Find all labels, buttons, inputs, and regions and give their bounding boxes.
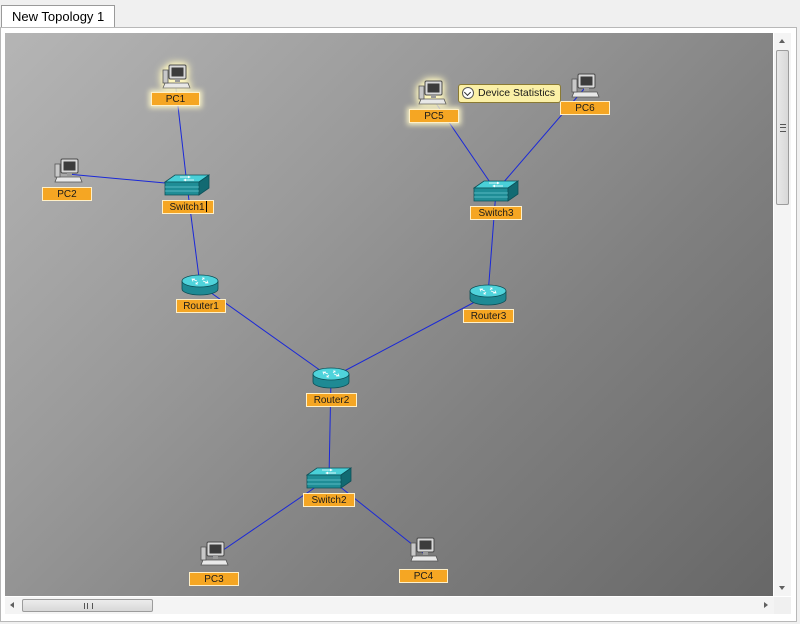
- device-label-switch2[interactable]: Switch2: [303, 493, 355, 507]
- router-icon: [312, 367, 350, 389]
- device-label-pc2[interactable]: PC2: [42, 187, 92, 201]
- scrollbar-corner: [774, 597, 791, 614]
- scroll-left-arrow-icon[interactable]: [5, 597, 21, 614]
- device-label-pc3[interactable]: PC3: [189, 572, 239, 586]
- horizontal-scrollbar[interactable]: [5, 597, 774, 614]
- device-label-router1[interactable]: Router1: [176, 299, 226, 313]
- grip-icon: [780, 124, 786, 132]
- pc-icon: [162, 64, 191, 89]
- switch-icon: [164, 174, 210, 196]
- pc-icon: [200, 541, 229, 566]
- scroll-down-arrow-icon[interactable]: [774, 580, 791, 596]
- pc-icon: [571, 73, 600, 98]
- pc-icon: [418, 80, 447, 105]
- link-switch2-pc3[interactable]: [212, 477, 330, 558]
- horizontal-scroll-thumb[interactable]: [22, 599, 153, 612]
- tooltip-text: Device Statistics: [478, 87, 556, 99]
- topology-canvas[interactable]: PC1 PC2 PC3: [5, 33, 773, 596]
- device-label-pc4[interactable]: PC4: [399, 569, 448, 583]
- tab-new-topology-1[interactable]: New Topology 1: [1, 5, 116, 28]
- scroll-right-arrow-icon[interactable]: [758, 597, 774, 614]
- device-label-pc1[interactable]: PC1: [151, 92, 200, 106]
- device-label-switch3[interactable]: Switch3: [470, 206, 522, 220]
- router-icon: [469, 284, 507, 306]
- switch-icon: [306, 467, 352, 489]
- vertical-scroll-thumb[interactable]: [776, 50, 789, 205]
- tab-strip: New Topology 1: [0, 0, 800, 28]
- grip-icon: [84, 603, 93, 609]
- pc-icon: [410, 537, 439, 562]
- text-cursor: [205, 201, 207, 212]
- router-icon: [181, 274, 219, 296]
- link-router3-router2[interactable]: [330, 294, 489, 379]
- links-layer: [66, 79, 585, 558]
- chevron-down-circle-icon[interactable]: [462, 87, 474, 99]
- link-switch2-pc4[interactable]: [328, 477, 424, 554]
- device-label-router2[interactable]: Router2: [306, 393, 357, 407]
- device-label-pc5[interactable]: PC5: [409, 109, 459, 123]
- device-label-pc6[interactable]: PC6: [560, 101, 610, 115]
- device-label-switch1[interactable]: Switch1: [162, 200, 214, 214]
- switch-icon: [473, 180, 519, 202]
- device-statistics-tooltip[interactable]: Device Statistics: [458, 84, 562, 103]
- scroll-up-arrow-icon[interactable]: [774, 33, 791, 49]
- device-label-router3[interactable]: Router3: [463, 309, 514, 323]
- vertical-scrollbar[interactable]: [774, 33, 791, 596]
- pc-icon: [54, 158, 83, 183]
